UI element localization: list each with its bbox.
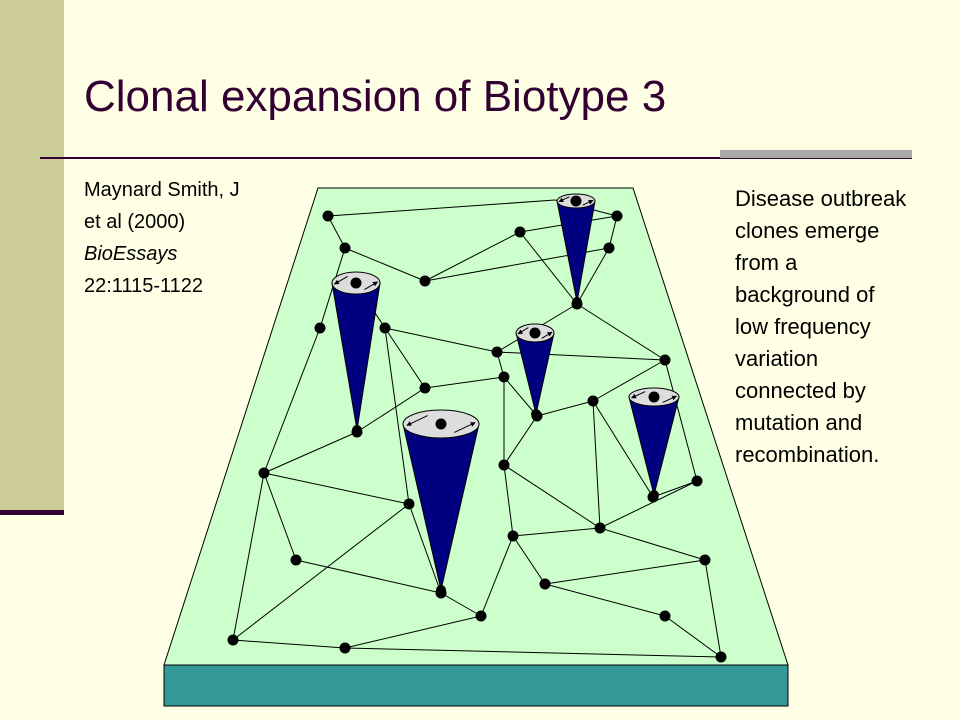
network-edge: [344, 247, 426, 282]
network-edge: [599, 480, 698, 529]
citation-year: et al (2000): [84, 211, 186, 233]
network-node: [691, 475, 703, 487]
network-node: [419, 382, 431, 394]
network-edge: [408, 503, 442, 594]
citation-journal: BioEssays: [84, 243, 178, 265]
network-edge: [344, 615, 482, 649]
network-node: [491, 346, 503, 358]
plane-front-face: [163, 664, 789, 707]
network-edge: [599, 527, 706, 561]
network-edge: [512, 527, 601, 537]
network-node: [314, 322, 326, 334]
title-divider-accent: [720, 150, 912, 158]
network-edge: [503, 464, 514, 537]
citation-block: Maynard Smith, J et al (2000) BioEssays …: [84, 174, 294, 302]
network-node: [227, 634, 239, 646]
network-node: [290, 554, 302, 566]
network-edges: [232, 199, 722, 658]
network-edge: [232, 639, 346, 649]
network-edge: [592, 359, 666, 402]
network-edge: [440, 592, 482, 617]
network-edge: [704, 559, 722, 658]
network-edge: [232, 503, 410, 641]
network-edge: [512, 535, 546, 585]
clone-cone: [628, 387, 680, 500]
network-edge: [232, 472, 265, 641]
left-accent-bar-foot: [0, 510, 64, 515]
network-edge: [576, 303, 666, 361]
network-edge: [384, 327, 426, 389]
network-node: [498, 371, 510, 383]
network-node: [594, 522, 606, 534]
network-edge: [356, 387, 426, 433]
clone-cones: [331, 193, 680, 595]
network-edge: [664, 359, 698, 482]
network-edge: [263, 431, 358, 474]
network-edge: [263, 327, 321, 474]
network-edge: [384, 327, 410, 505]
network-node: [379, 322, 391, 334]
network-node: [699, 554, 711, 566]
citation-author: Maynard Smith, J: [84, 179, 240, 201]
network-node: [514, 226, 526, 238]
slide-title: Clonal expansion of Biotype 3: [84, 72, 667, 121]
description-text: Disease outbreak clones emerge from a ba…: [735, 186, 907, 467]
network-edge: [664, 615, 722, 658]
network-node: [419, 275, 431, 287]
network-node: [507, 530, 519, 542]
clone-cone: [331, 271, 381, 435]
network-edge: [544, 559, 706, 585]
clone-cone: [556, 193, 596, 307]
network-node: [403, 498, 415, 510]
network-edge: [592, 400, 654, 498]
network-edge: [519, 231, 578, 305]
network-edge: [327, 215, 346, 249]
network-edge: [384, 327, 498, 353]
network-edge: [592, 400, 601, 529]
network-node: [258, 467, 270, 479]
network-edge: [576, 247, 610, 305]
network-edge: [327, 199, 556, 217]
network-edge: [344, 647, 722, 658]
clone-cone: [402, 409, 480, 595]
network-node: [498, 459, 510, 471]
network-node: [603, 242, 615, 254]
network-node: [322, 210, 334, 222]
network-edge: [424, 376, 505, 389]
network-node: [339, 242, 351, 254]
network-edge: [503, 415, 538, 466]
network-edge: [295, 559, 442, 594]
network-edge: [503, 464, 601, 529]
network-node: [659, 354, 671, 366]
network-edge: [544, 583, 666, 617]
left-accent-bar: [0, 0, 64, 510]
clone-cone: [515, 323, 555, 419]
network-node: [475, 610, 487, 622]
citation-pages: 22:1115-1122: [84, 275, 203, 297]
network-edge: [263, 472, 410, 505]
network-edge: [652, 480, 698, 498]
network-node: [587, 395, 599, 407]
network-edge: [536, 400, 594, 417]
network-node: [715, 651, 727, 663]
network-edge: [424, 231, 521, 282]
network-edge: [503, 376, 538, 417]
network-edge: [480, 535, 514, 617]
network-node: [611, 210, 623, 222]
title-divider: [40, 157, 912, 159]
network-node: [339, 642, 351, 654]
network-edge: [263, 472, 297, 561]
network-node: [659, 610, 671, 622]
network-node: [539, 578, 551, 590]
